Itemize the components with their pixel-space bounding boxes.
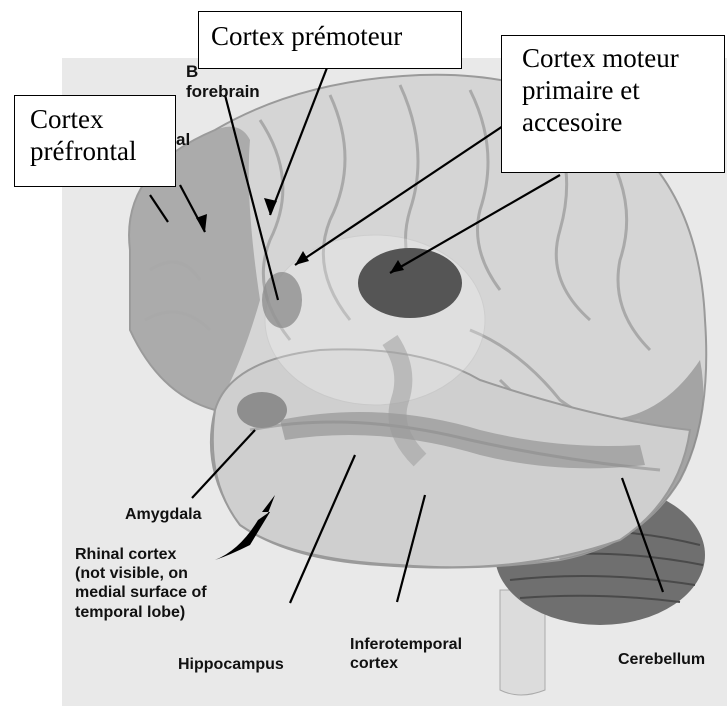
cerebellum-label: Cerebellum xyxy=(618,650,705,669)
primary-motor-callout: Cortex moteur primaire et accesoire xyxy=(501,35,725,173)
rhinal-cortex-label: Rhinal cortex (not visible, on medial su… xyxy=(75,545,207,622)
premotor-callout: Cortex prémoteur xyxy=(198,11,462,69)
primary-motor-label-line3: accesoire xyxy=(522,107,724,139)
prefrontal-label-line1: Cortex xyxy=(30,104,175,136)
premotor-label: Cortex prémoteur xyxy=(211,21,461,53)
prefrontal-callout: Cortex préfrontal xyxy=(14,95,176,187)
amygdala-label: Amygdala xyxy=(125,505,201,524)
primary-motor-label-line2: primaire et xyxy=(522,75,724,107)
prefrontal-label-line2: préfrontal xyxy=(30,136,175,168)
basal-forebrain-region xyxy=(262,272,302,328)
basal-forebrain-label: B forebrain xyxy=(186,62,260,101)
inferotemporal-label: Inferotemporal cortex xyxy=(350,635,462,673)
prefrontal-partial-label: al xyxy=(176,130,190,150)
motor-dark-region xyxy=(358,248,462,318)
primary-motor-label-line1: Cortex moteur xyxy=(522,43,724,75)
amygdala-region xyxy=(237,392,287,428)
hippocampus-label: Hippocampus xyxy=(178,655,284,674)
